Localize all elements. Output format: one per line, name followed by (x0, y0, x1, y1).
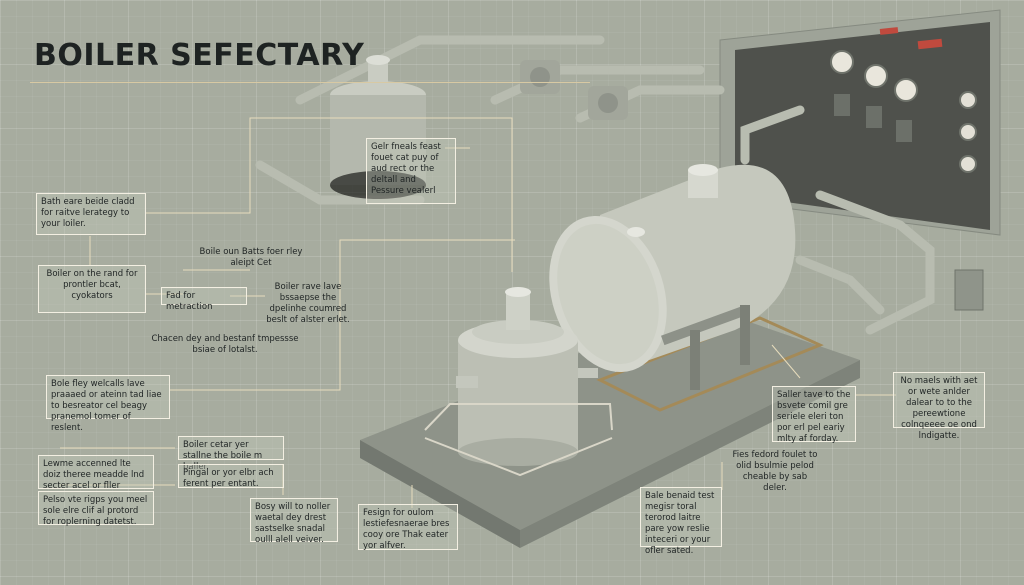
label-pingal: Pingal or yor elbr ach ferent per entant… (178, 464, 284, 489)
label-cetar: Boiler cetar yer stallne the boile m bal… (178, 436, 284, 472)
label-saller-tave: Saller tave to the bsvete comil gre seri… (772, 386, 856, 444)
label-feast-fouet: Gelr fneals feast fouet cat puy of aud r… (366, 138, 456, 204)
vertical-vessel (424, 287, 613, 477)
label-bosy: Bosy will to noller waetal dey drest sas… (250, 498, 338, 545)
title-underline (30, 82, 590, 83)
page-title: BOILER SEFECTARY (34, 38, 365, 73)
label-boiler-strategy: Bath eare beide cladd for raitve lerateg… (36, 193, 146, 235)
label-bale-benaid: Bale benaid test megisr toral terorod la… (640, 487, 722, 556)
base-platform (360, 305, 860, 548)
label-fies-fedord: Fies fedord foulet to olid bsulmie pelod… (732, 450, 818, 493)
label-metraction: Fad for metraction (161, 287, 247, 312)
label-accenned: Lewme accenned lte doiz theree meadde ln… (38, 455, 154, 491)
background-tank (330, 55, 426, 199)
label-fesign: Fesign for oulom lestiefesnaerae bres co… (358, 504, 458, 551)
label-no-maels: No maels with aet or wete anlder dalear … (893, 372, 985, 441)
label-boiler-run: Boiler on the rand for prontler bcat, cy… (38, 265, 146, 313)
label-boile-batts: Boile oun Batts foer rley aleipt Cet (199, 247, 303, 268)
leader-lines (60, 117, 896, 508)
horizontal-drum (549, 164, 796, 390)
label-chacen-dey: Chacen dey and bestanf tmpessse bsiae of… (151, 334, 299, 355)
label-welcalls: Bole fley welcalls lave praaaed or atein… (46, 375, 170, 433)
control-panel (719, 9, 1001, 311)
label-pelso: Pelso vte rigps you meel sole elre clif … (38, 491, 154, 527)
label-rave-lave: Boiler rave lave bssaepse the dpelinhe c… (266, 282, 350, 325)
